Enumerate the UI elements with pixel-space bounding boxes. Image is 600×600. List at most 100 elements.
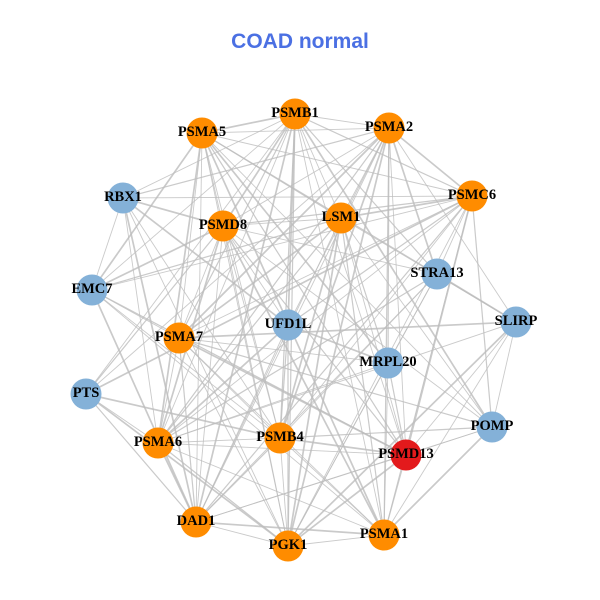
node-label-PSMD13: PSMD13 bbox=[378, 446, 434, 462]
edge bbox=[471, 195, 493, 428]
node-label-PSMB1: PSMB1 bbox=[271, 105, 319, 121]
edge bbox=[157, 324, 289, 444]
edge bbox=[91, 113, 296, 291]
edge bbox=[387, 273, 438, 364]
edge bbox=[195, 521, 385, 536]
edge bbox=[287, 217, 342, 547]
edge bbox=[294, 113, 438, 275]
edge bbox=[178, 225, 224, 339]
edge bbox=[222, 225, 289, 326]
node-LSM1 bbox=[325, 202, 357, 234]
node-label-SLIRP: SLIRP bbox=[495, 313, 538, 329]
edge bbox=[222, 225, 281, 439]
edge bbox=[340, 217, 407, 456]
edge bbox=[157, 273, 438, 444]
edge bbox=[222, 225, 493, 428]
edge bbox=[383, 426, 493, 536]
edge bbox=[201, 132, 473, 197]
node-PSMA5 bbox=[186, 117, 218, 149]
node-label-UFD1L: UFD1L bbox=[265, 316, 312, 332]
edge bbox=[222, 225, 289, 547]
edge bbox=[91, 289, 385, 536]
edge bbox=[388, 127, 473, 197]
edge bbox=[279, 324, 289, 439]
edge bbox=[85, 393, 281, 439]
edge bbox=[387, 362, 407, 456]
edge bbox=[85, 225, 224, 395]
edge bbox=[294, 113, 473, 197]
edge bbox=[340, 217, 385, 536]
edge bbox=[91, 195, 473, 291]
node-label-PSMD8: PSMD8 bbox=[199, 217, 247, 233]
edge bbox=[122, 197, 159, 444]
edge bbox=[195, 521, 289, 547]
edge bbox=[157, 132, 203, 444]
edge bbox=[85, 127, 390, 395]
node-PSMB4 bbox=[264, 422, 296, 454]
edge bbox=[340, 195, 473, 219]
node-label-POMP: POMP bbox=[471, 418, 514, 434]
node-PSMD8 bbox=[207, 210, 239, 242]
edge bbox=[178, 217, 342, 339]
node-SLIRP bbox=[500, 306, 532, 338]
edge bbox=[201, 132, 389, 364]
edge bbox=[287, 321, 517, 547]
edge bbox=[340, 217, 389, 364]
node-RBX1 bbox=[107, 182, 139, 214]
node-PTS bbox=[70, 378, 102, 410]
node-EMC7 bbox=[76, 274, 108, 306]
edge bbox=[287, 362, 389, 547]
node-label-PSMA2: PSMA2 bbox=[365, 119, 413, 135]
edge bbox=[85, 113, 296, 395]
node-label-LSM1: LSM1 bbox=[322, 209, 361, 225]
edge bbox=[195, 113, 296, 523]
edge bbox=[85, 195, 473, 395]
edge bbox=[222, 225, 438, 275]
node-PSMC6 bbox=[456, 180, 488, 212]
edge bbox=[294, 113, 385, 536]
node-label-PSMC6: PSMC6 bbox=[448, 187, 496, 203]
edge bbox=[122, 113, 296, 199]
node-DAD1 bbox=[180, 506, 212, 538]
node-PSMA2 bbox=[373, 112, 405, 144]
edge bbox=[294, 113, 493, 428]
node-label-EMC7: EMC7 bbox=[71, 281, 112, 297]
edge bbox=[222, 225, 407, 456]
edge bbox=[85, 393, 289, 547]
edge bbox=[122, 197, 224, 227]
node-label-PGK1: PGK1 bbox=[269, 537, 308, 553]
node-STRA13 bbox=[421, 258, 453, 290]
edge bbox=[195, 225, 224, 523]
node-PSMD13 bbox=[390, 439, 422, 471]
node-label-PSMB4: PSMB4 bbox=[256, 429, 304, 445]
edge bbox=[178, 127, 390, 339]
edge bbox=[91, 197, 124, 291]
edge bbox=[91, 225, 224, 291]
edge bbox=[383, 362, 389, 536]
edge bbox=[157, 217, 342, 444]
node-layer bbox=[70, 98, 532, 562]
edge bbox=[287, 324, 389, 364]
edge bbox=[388, 127, 438, 275]
edge bbox=[405, 321, 517, 456]
edge bbox=[287, 127, 390, 547]
edge bbox=[383, 321, 517, 536]
node-PSMA1 bbox=[368, 519, 400, 551]
edge bbox=[122, 197, 289, 326]
edge bbox=[294, 113, 390, 129]
edge bbox=[178, 132, 203, 339]
node-PSMB1 bbox=[279, 98, 311, 130]
node-PSMA6 bbox=[142, 427, 174, 459]
node-label-PSMA6: PSMA6 bbox=[134, 434, 182, 450]
node-label-PSMA5: PSMA5 bbox=[178, 124, 226, 140]
node-MRPL20 bbox=[372, 347, 404, 379]
edge bbox=[383, 195, 473, 536]
edge bbox=[340, 217, 493, 428]
edge-layer bbox=[85, 113, 517, 547]
node-label-PSMA1: PSMA1 bbox=[360, 526, 408, 542]
node-label-MRPL20: MRPL20 bbox=[359, 354, 416, 370]
edge bbox=[178, 337, 493, 428]
edge bbox=[222, 225, 385, 536]
